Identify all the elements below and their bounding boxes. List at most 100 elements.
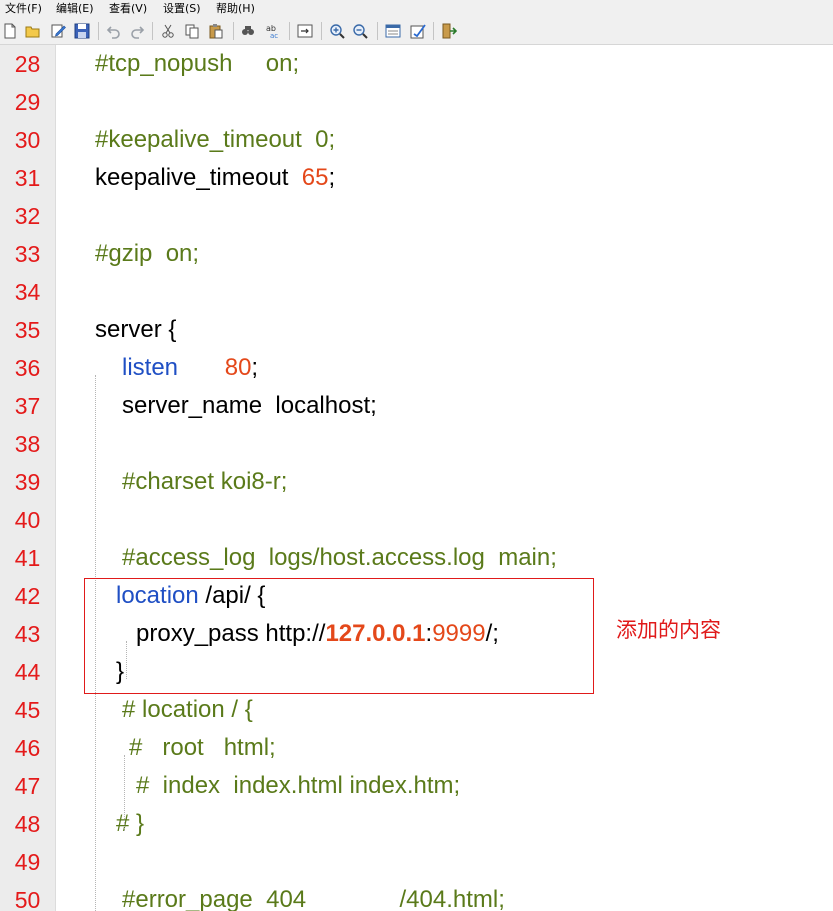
indent-guide — [95, 375, 96, 911]
code-text: #keepalive_timeout 0; — [95, 121, 335, 159]
code-token: } — [116, 658, 125, 685]
menu-item[interactable]: 设置(S) — [163, 2, 201, 15]
code-line: 44} — [0, 653, 833, 691]
code-token: 9999 — [432, 620, 486, 647]
code-token: /; — [485, 620, 499, 647]
code-token: # location / { — [122, 696, 253, 723]
code-line: 40 — [0, 501, 833, 539]
line-number: 28 — [14, 51, 41, 77]
settings-icon[interactable] — [385, 23, 401, 39]
code-token: 127.0.0.1 — [325, 620, 426, 647]
copy-icon[interactable] — [184, 23, 200, 39]
save-file-icon[interactable] — [74, 23, 90, 39]
code-token: #tcp_nopush on; — [95, 50, 300, 77]
line-number: 50 — [14, 887, 41, 911]
code-line: 31 keepalive_timeout 65; — [0, 159, 833, 197]
code-line: 29 — [0, 83, 833, 121]
indent-guide — [124, 755, 125, 831]
highlight-box — [84, 578, 594, 694]
view-icon[interactable] — [410, 23, 426, 39]
line-number: 37 — [14, 393, 41, 419]
redo-icon[interactable] — [129, 23, 145, 39]
code-text: location /api/ { — [116, 577, 265, 615]
line-number: 41 — [14, 545, 41, 571]
code-text: #access_log logs/host.access.log main; — [122, 539, 557, 577]
code-token: : — [425, 620, 433, 647]
code-text: server_name localhost; — [122, 387, 377, 425]
cut-icon[interactable] — [160, 23, 176, 39]
zoom-in-icon[interactable] — [329, 23, 345, 39]
code-text: server { — [95, 311, 176, 349]
code-line: 34 — [0, 273, 833, 311]
line-number: 34 — [14, 279, 41, 305]
line-number: 29 — [14, 89, 41, 115]
line-number: 30 — [14, 127, 41, 153]
code-token: #keepalive_timeout 0; — [95, 126, 336, 153]
code-line: 41 #access_log logs/host.access.log main; — [0, 539, 833, 577]
undo-icon[interactable] — [106, 23, 122, 39]
zoom-out-icon[interactable] — [352, 23, 368, 39]
code-token: # index index.html index.htm; — [136, 772, 461, 799]
line-number: 31 — [14, 165, 41, 191]
paste-icon[interactable] — [208, 23, 224, 39]
menu-item[interactable]: 编辑(E) — [56, 2, 94, 15]
line-number: 38 — [14, 431, 41, 457]
menu-item[interactable]: 文件(F) — [5, 2, 42, 15]
code-token: # } — [116, 810, 145, 837]
indent-guide — [126, 641, 127, 679]
toolbar-separator — [321, 22, 322, 40]
code-line: 50 #error_page 404 /404.html; — [0, 881, 833, 911]
code-token: #gzip on; — [95, 240, 200, 267]
line-number: 39 — [14, 469, 41, 495]
line-number: 46 — [14, 735, 41, 761]
code-text: # } — [116, 805, 144, 843]
line-number: 49 — [14, 849, 41, 875]
code-line: 45# location / { — [0, 691, 833, 729]
code-line: 28 #tcp_nopush on; — [0, 45, 833, 83]
line-number: 35 — [14, 317, 41, 343]
code-line: 30 #keepalive_timeout 0; — [0, 121, 833, 159]
code-text: #tcp_nopush on; — [95, 45, 299, 83]
code-token: #access_log logs/host.access.log main; — [122, 544, 557, 571]
code-token: proxy_pass http:// — [136, 620, 326, 647]
code-token: server { — [95, 316, 177, 343]
code-text: #error_page 404 /404.html; — [122, 881, 505, 911]
menu-item[interactable]: 查看(V) — [109, 2, 148, 15]
edit-file-icon[interactable] — [50, 23, 66, 39]
exit-icon[interactable] — [441, 23, 457, 39]
code-line: 38 — [0, 425, 833, 463]
editor[interactable]: 28 #tcp_nopush on; 29 30 #keepalive_timeout … — [0, 45, 833, 911]
code-line: 39 #charset koi8-r; — [0, 463, 833, 501]
code-text: keepalive_timeout 65; — [95, 159, 335, 197]
toolbar-separator — [98, 22, 99, 40]
goto-line-icon[interactable] — [297, 23, 313, 39]
code-token: # root html; — [129, 734, 276, 761]
code-token: #error_page 404 /404.html; — [122, 886, 505, 911]
code-text: #charset koi8-r; — [122, 463, 287, 501]
code-line: 49 — [0, 843, 833, 881]
line-number: 44 — [14, 659, 41, 685]
open-file-icon[interactable] — [25, 23, 41, 39]
code-text: # root html; — [129, 729, 276, 767]
toolbar-separator — [377, 22, 378, 40]
annotation-label: 添加的内容 — [616, 618, 721, 642]
menu-item[interactable]: 帮助(H) — [216, 2, 255, 15]
new-file-icon[interactable] — [2, 23, 18, 39]
toolbar-separator — [433, 22, 434, 40]
svg-text:ac: ac — [270, 32, 278, 39]
toolbar-separator — [233, 22, 234, 40]
code-token: ; — [251, 354, 259, 381]
code-line: 37 server_name localhost; — [0, 387, 833, 425]
code-line: 32 — [0, 197, 833, 235]
line-number: 36 — [14, 355, 41, 381]
line-number: 40 — [14, 507, 41, 533]
line-number-gutter — [0, 45, 56, 911]
find-icon[interactable] — [240, 23, 256, 39]
menu-bar: 文件(F) 编辑(E) 查看(V) 设置(S) 帮助(H) — [0, 0, 833, 17]
toolbar-separator — [152, 22, 153, 40]
code-text: # index index.html index.htm; — [136, 767, 460, 805]
